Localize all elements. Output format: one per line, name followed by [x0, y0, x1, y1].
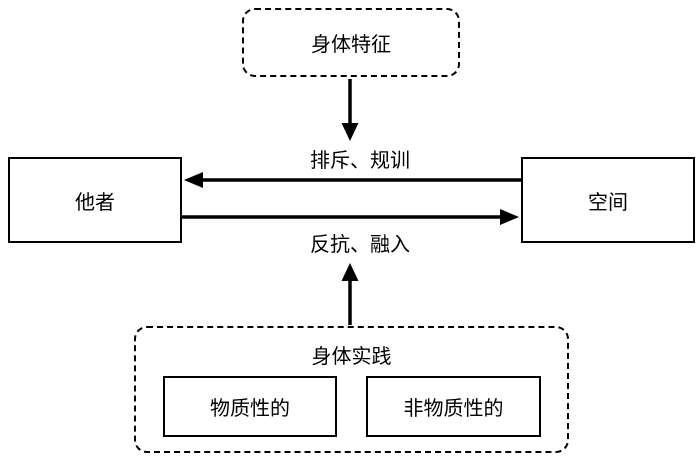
arrow-down-from-body-features: [341, 79, 359, 141]
box-non-material: 非物质性的: [366, 376, 541, 437]
box-the-other: 他者: [8, 157, 182, 243]
box-material-label: 物质性的: [210, 398, 290, 420]
box-body-features: 身体特征: [242, 8, 460, 77]
arrow-label-exclusion-discipline: 排斥、规训: [310, 150, 410, 172]
box-the-other-label: 他者: [75, 191, 115, 214]
box-material: 物质性的: [163, 376, 337, 437]
arrow-space-to-other: [184, 172, 521, 188]
box-body-features-label: 身体特征: [311, 34, 391, 56]
box-non-material-label: 非物质性的: [403, 398, 504, 420]
arrow-label-resist-integrate: 反抗、融入: [310, 234, 410, 256]
box-space-label: 空间: [588, 191, 628, 214]
box-space: 空间: [521, 157, 695, 243]
box-body-practice-label: 身体实践: [311, 346, 392, 368]
arrow-up-from-body-practice: [341, 263, 359, 325]
arrow-other-to-space: [182, 209, 519, 225]
